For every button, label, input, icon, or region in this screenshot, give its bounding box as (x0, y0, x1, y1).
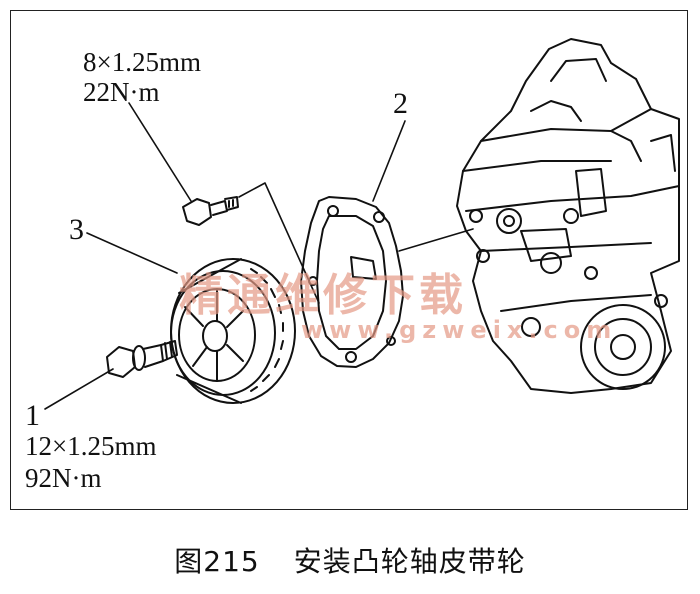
watermark-url: www.gzweix.com (301, 316, 618, 344)
figure-title: 安装凸轮轴皮带轮 (293, 545, 526, 578)
upper-bolt-icon (182, 196, 239, 226)
lower-bolt-torque: 92N·m (25, 463, 102, 493)
upper-bolt-torque: 22N·m (83, 77, 160, 107)
lower-bolt-icon (106, 340, 178, 378)
watermark-text: 精通维修下载 (179, 270, 467, 321)
figure-number: 图215 (174, 545, 260, 578)
exploded-view-drawing (44, 38, 680, 410)
diagram-frame: 精通维修下载 www.gzweix.com 8×1.25mm 22N·m 2 3… (10, 10, 688, 510)
figure-caption: 图215 安装凸轮轴皮带轮 (0, 540, 700, 580)
label-cover-number: 2 (393, 87, 408, 120)
label-bolt-number: 1 (25, 399, 40, 432)
label-pulley-number: 3 (69, 213, 84, 246)
engine-block-icon (456, 38, 680, 394)
upper-bolt-spec: 8×1.25mm (83, 47, 201, 77)
lower-bolt-spec: 12×1.25mm (25, 431, 157, 461)
timing-cover-icon (300, 196, 404, 368)
leader-lines (44, 102, 474, 410)
camshaft-pulley-icon (170, 258, 296, 404)
